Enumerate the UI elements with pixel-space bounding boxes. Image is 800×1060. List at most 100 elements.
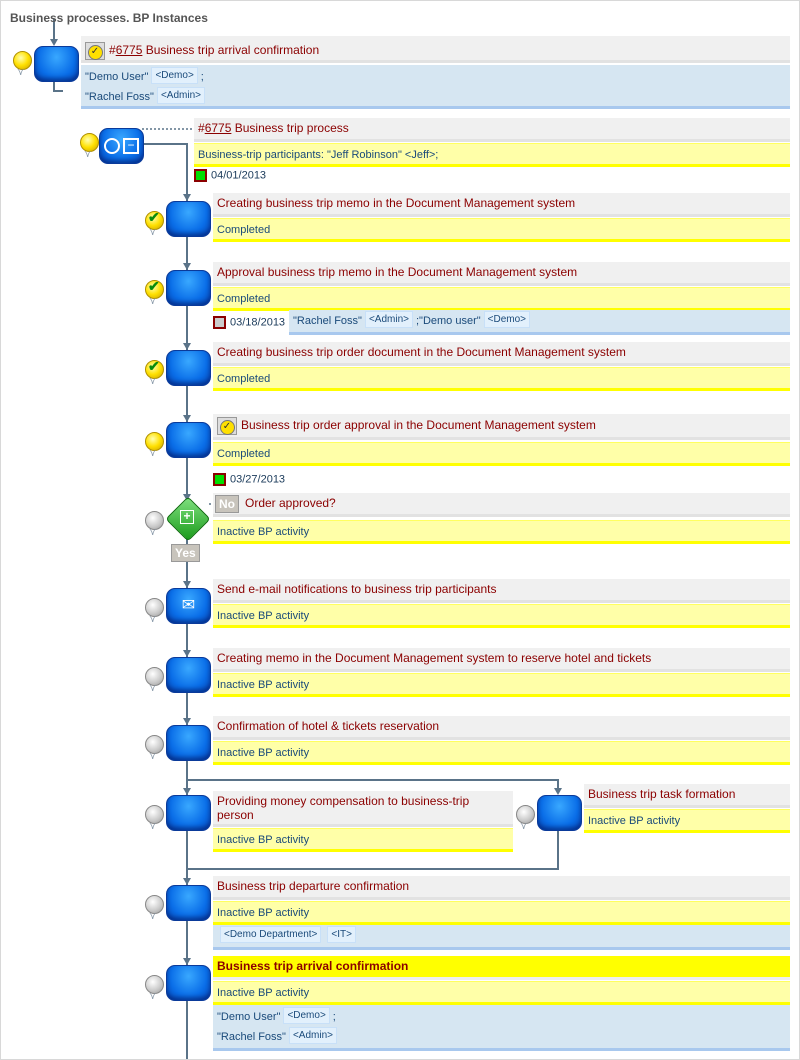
- activity-status: Inactive BP activity: [213, 520, 790, 544]
- participant[interactable]: "Demo User"<Demo>;: [217, 1007, 786, 1027]
- separator: ;: [200, 71, 204, 83]
- status-bulb-inactive: [145, 598, 164, 617]
- arrow-head: [183, 263, 191, 270]
- subprocess-node[interactable]: −: [99, 128, 144, 164]
- process-title-text: Business trip process: [234, 121, 349, 135]
- task-node[interactable]: [166, 885, 211, 921]
- bulb-tail-icon: ⋎: [149, 911, 157, 922]
- activity-status: Inactive BP activity: [213, 828, 513, 852]
- activity-title: ✓Business trip order approval in the Doc…: [213, 414, 790, 440]
- participant-role: <Demo Department>: [220, 926, 322, 943]
- activity-title-text: Providing money compensation to business…: [217, 794, 470, 822]
- page-title: Business processes. BP Instances: [10, 11, 208, 25]
- no-branch-label[interactable]: No: [215, 495, 239, 513]
- check-circle-icon: ✓: [219, 420, 235, 435]
- activity-title: Providing money compensation to business…: [213, 791, 513, 827]
- arrow-head: [183, 415, 191, 422]
- status-bulb-inactive: [145, 511, 164, 530]
- task-node[interactable]: [166, 795, 211, 831]
- hash: #: [109, 43, 116, 58]
- arrow-head: [50, 39, 58, 46]
- check-icon: ✔: [148, 278, 160, 294]
- activity-title: Send e-mail notifications to business tr…: [213, 579, 790, 603]
- arrow-head: [554, 788, 562, 795]
- check-icon: ✔: [148, 209, 160, 225]
- process-title: #6775 Business trip process: [194, 118, 790, 142]
- arrow-head: [183, 788, 191, 795]
- bulb-tail-icon: ⋎: [149, 376, 157, 387]
- check-circle-icon: ✓: [87, 45, 103, 60]
- participant[interactable]: <Demo Department>: [217, 926, 324, 943]
- participant-name: "Rachel Foss": [293, 315, 362, 327]
- complete-button[interactable]: ✓: [85, 42, 105, 60]
- status-bulb-done: ✔: [145, 278, 164, 299]
- task-node[interactable]: [34, 46, 79, 82]
- status-bulb-inactive: [516, 805, 535, 824]
- bulb-tail-icon: ⋎: [84, 149, 92, 160]
- task-node[interactable]: [166, 201, 211, 237]
- envelope-icon: ✉: [181, 597, 196, 614]
- date-text: 03/18/2013: [230, 316, 286, 329]
- activity-title-text: Business trip arrival confirmation: [217, 959, 409, 973]
- participant[interactable]: "Rachel Foss"<Admin>: [217, 1027, 786, 1047]
- activity-status: Inactive BP activity: [213, 741, 790, 765]
- task-node[interactable]: [166, 657, 211, 693]
- separator: ;: [332, 1011, 336, 1023]
- complete-button[interactable]: ✓: [217, 417, 237, 435]
- task-node[interactable]: [537, 795, 582, 831]
- status-bulb-active: [145, 432, 164, 451]
- arrow-head: [183, 581, 191, 588]
- activity-title-text: Approval business trip memo in the Docum…: [217, 265, 578, 279]
- activity-status: Inactive BP activity: [213, 604, 790, 628]
- participant[interactable]: "Rachel Foss"<Admin>: [85, 87, 786, 107]
- participant-name: "Demo User": [85, 71, 149, 83]
- activity-participants: "Demo User"<Demo>;"Rachel Foss"<Admin>: [213, 1005, 790, 1051]
- arrow-head: [183, 194, 191, 201]
- participant-role: <Admin>: [364, 311, 413, 328]
- participant[interactable]: <IT>: [324, 926, 359, 943]
- activity-status: Inactive BP activity: [213, 981, 790, 1005]
- bulb-tail-icon: ⋎: [149, 821, 157, 832]
- process-id-link[interactable]: 6775: [204, 121, 232, 135]
- task-node[interactable]: ✉: [166, 588, 211, 624]
- instance-title-text: Business trip arrival confirmation: [145, 43, 320, 58]
- task-node[interactable]: [166, 725, 211, 761]
- activity-date: 03/18/2013: [213, 316, 285, 329]
- task-node[interactable]: [166, 422, 211, 458]
- status-bulb-done: ✔: [145, 209, 164, 230]
- status-bulb-active: [80, 133, 99, 152]
- hash: #: [198, 121, 205, 135]
- activity-status: Inactive BP activity: [213, 673, 790, 697]
- participant[interactable]: "Rachel Foss"<Admin>;: [293, 311, 419, 328]
- status-bulb-done: ✔: [145, 358, 164, 379]
- date-text: 03/27/2013: [230, 473, 286, 486]
- bulb-tail-icon: ⋎: [17, 67, 25, 78]
- participant-role: <Admin>: [156, 87, 205, 104]
- activity-title: Business trip arrival confirmation: [213, 956, 790, 980]
- participant[interactable]: "Demo user"<Demo>: [419, 311, 533, 328]
- activity-title: Approval business trip memo in the Docum…: [213, 262, 790, 286]
- arrow-head: [183, 343, 191, 350]
- collapse-icon: −: [123, 138, 139, 154]
- task-node[interactable]: [166, 270, 211, 306]
- activity-title: Creating business trip memo in the Docum…: [213, 193, 790, 217]
- yes-branch-label[interactable]: Yes: [171, 544, 200, 562]
- bulb-tail-icon: ⋎: [149, 448, 157, 459]
- task-node[interactable]: [166, 350, 211, 386]
- activity-title-text: Creating business trip order document in…: [217, 345, 626, 359]
- activity-status: Completed: [213, 218, 790, 242]
- instance-id-link[interactable]: 6775: [115, 43, 143, 58]
- participant-name: "Rachel Foss": [217, 1031, 286, 1043]
- bulb-tail-icon: ⋎: [149, 991, 157, 1002]
- timer-icon: [194, 169, 207, 182]
- activity-status: Inactive BP activity: [584, 809, 790, 833]
- activity-title: Order approved?: [213, 493, 790, 517]
- task-node[interactable]: [166, 965, 211, 1001]
- activity-title-text: Business trip task formation: [588, 787, 736, 801]
- activity-title-text: Confirmation of hotel & tickets reservat…: [217, 719, 440, 733]
- activity-title-text: Order approved?: [245, 496, 336, 510]
- activity-title-text: Send e-mail notifications to business tr…: [217, 582, 497, 596]
- participant[interactable]: "Demo User"<Demo>;: [85, 67, 786, 87]
- process-date: 04/01/2013: [194, 169, 266, 182]
- activity-status: Completed: [213, 442, 790, 466]
